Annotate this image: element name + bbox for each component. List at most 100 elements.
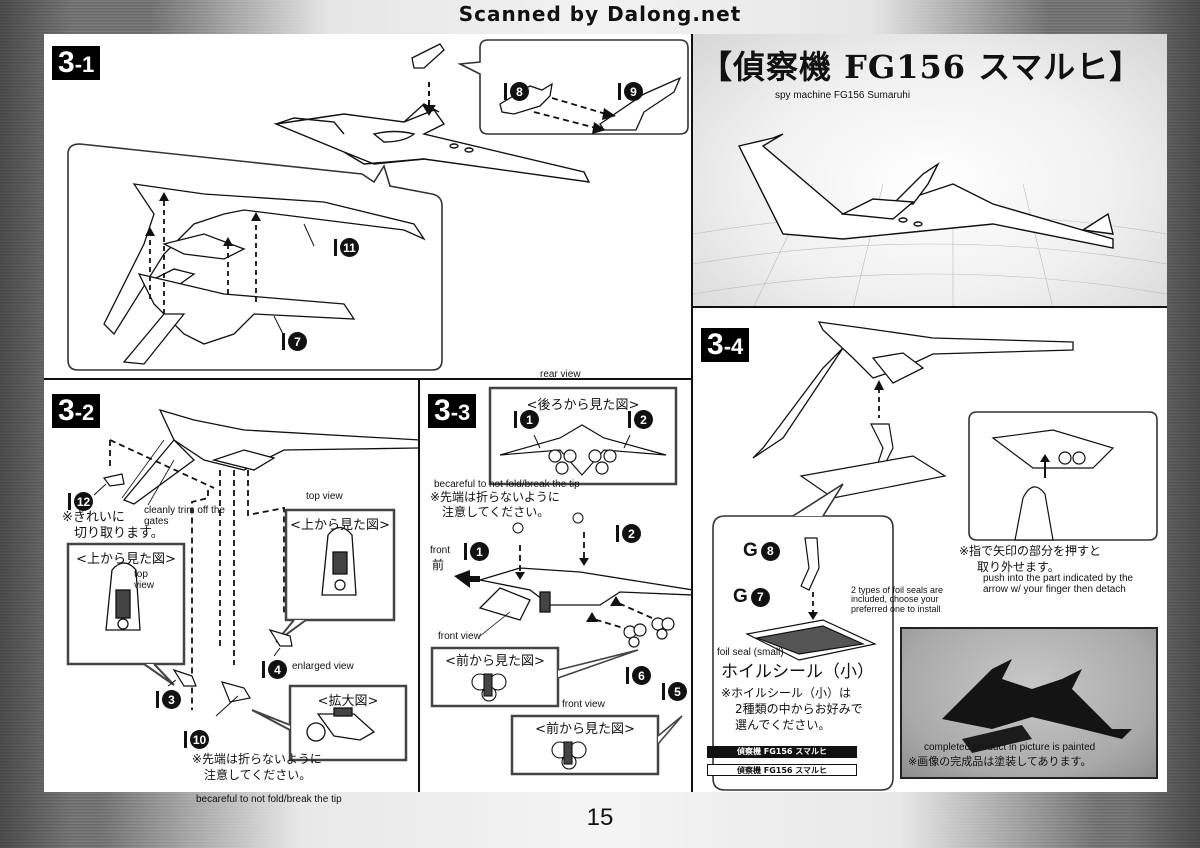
enlarged-view-label-en: enlarged view: [292, 661, 354, 672]
part-label-1: 1: [464, 542, 489, 561]
footer-strip: [100, 792, 1100, 848]
foil-seal-note-jp-line3: 選んでください。: [735, 718, 831, 732]
foil-seal-note-translation: 2 types of foil seals are included, choo…: [851, 585, 944, 614]
step-3-1-panel: 3-1: [44, 34, 693, 380]
detach-note-translation: push into the part indicated by the arro…: [983, 573, 1134, 595]
stand-drawing: [799, 423, 947, 499]
tip-note-translation: becareful to not fold/break the tip: [434, 479, 580, 490]
step-3-2-illustration: [66, 408, 418, 762]
part-label-12: 12: [68, 492, 93, 511]
top-view-label-en: top view: [306, 491, 343, 502]
page-number: 15: [586, 804, 614, 831]
assembly-arrow: [422, 82, 436, 116]
aircraft-drawing-on-stand: [752, 321, 1074, 459]
page-title-translation: spy machine FG156 Sumaruhi: [775, 90, 911, 101]
front-direction-label-en: front: [430, 545, 451, 556]
step-3-3-panel: 3-3: [420, 380, 693, 792]
part-label-5: 5: [662, 682, 687, 701]
part-10-enlarged-drawing: [306, 707, 376, 742]
step-3-2-panel: 3-2: [44, 380, 420, 792]
step-3-3-illustration: [430, 386, 691, 776]
aircraft-drawing-body: [122, 273, 356, 365]
leader-line: [303, 223, 315, 247]
detach-note-jp-line2: 取り外せます。: [977, 560, 1060, 574]
part-label-9: 9: [618, 82, 643, 101]
step-badge-3-2: 3-2: [52, 394, 101, 428]
step-badge-3-3: 3-3: [428, 394, 477, 428]
step-3-1-illustration: [67, 39, 689, 371]
finger-detach-drawing: [991, 429, 1115, 541]
top-view-label-jp: <上から見た図>: [76, 552, 176, 567]
rear-view-drawing: [499, 424, 667, 476]
detach-detail-inset: [968, 411, 1158, 541]
completed-product-photo: completed product in picture is painted …: [900, 627, 1158, 779]
arrowhead: [592, 122, 606, 134]
foil-seal-black: 偵察機 FG156 スマルヒ: [707, 746, 857, 758]
completed-model-image: [942, 659, 1132, 753]
part-3-top-view-drawing: [105, 562, 141, 631]
trim-note-jp-line2: 切り取ります。: [74, 526, 164, 541]
step-3-4-illustration: [712, 321, 1158, 791]
part-label-1: 1: [514, 410, 539, 429]
part-label-7: 7: [282, 332, 307, 351]
part-label-6: 6: [626, 666, 651, 685]
rear-view-label-en: rear view: [540, 369, 581, 380]
part-label-8: 8: [504, 82, 529, 101]
header-strip: [150, 0, 1050, 34]
page-title: 【偵察機 FG156 スマルヒ】: [700, 48, 1143, 86]
leader-line: [273, 315, 285, 337]
front-view-drawing-2: [551, 741, 587, 770]
assembly-arrows-up: [149, 199, 257, 314]
foil-seal-note-jp-line1: ※ホイルシール（小）は: [721, 686, 852, 700]
fin-part-drawing: [411, 43, 445, 69]
tip-note-jp-line1: ※先端は折らないように: [192, 752, 322, 766]
front-view-label-jp: <前から見た図>: [445, 654, 545, 669]
title-panel: [693, 34, 1167, 308]
front-view-label-en: front view: [438, 631, 481, 642]
aircraft-drawing-top: [273, 103, 591, 183]
foil-seal-label-en: foil seal (small): [717, 647, 784, 658]
part-label-3: 3: [156, 690, 181, 709]
arrowhead: [602, 108, 616, 120]
part-9-drawing: [599, 76, 682, 131]
part-4-top-view-drawing: [321, 526, 357, 596]
aircraft-drawing-side: [478, 567, 691, 621]
front-view-inset-2: [510, 714, 660, 776]
foil-seal-note-jp-line2: 2種類の中からお好みで: [735, 702, 863, 716]
step-badge-3-4: 3-4: [701, 328, 750, 362]
part-label-2: 2: [628, 410, 653, 429]
foil-seal-label-jp: ホイルシール（小）: [721, 662, 874, 682]
part-12-drawing: [102, 473, 125, 487]
tip-note-jp-line2: 注意してください。: [442, 505, 550, 519]
tip-note-translation: becareful to not fold/break the tip: [196, 794, 342, 805]
detach-note-jp-line1: ※指で矢印の部分を押すと: [959, 544, 1102, 558]
step-badge-3-1: 3-1: [52, 46, 101, 80]
part-8-drawing: [499, 82, 553, 115]
part-label-10: 10: [184, 730, 209, 749]
part-4-drawing: [268, 628, 293, 647]
front-view-label-en: front view: [562, 699, 605, 710]
scan-credit: Scanned by Dalong.net: [458, 2, 742, 26]
photo-note-translation: completed product in picture is painted: [924, 742, 1096, 753]
foil-seal-white: 偵察機 FG156 スマルヒ: [707, 764, 857, 776]
push-arrow-icon: [1040, 454, 1050, 462]
photo-note-jp: ※画像の完成品は塗装してあります。: [908, 755, 1092, 768]
hero-aircraft-illustration: [693, 133, 1167, 306]
assembly-dashed-lines: [109, 439, 285, 710]
detail-inset-box: [67, 143, 443, 371]
part-3-drawing: [172, 668, 197, 687]
rear-view-label-jp: <後ろから見た図>: [526, 398, 640, 413]
front-view-label-jp: <前から見た図>: [535, 722, 635, 737]
arrowheads: [145, 192, 261, 246]
stand-parts-drawing: [745, 537, 877, 661]
tip-note-jp-line1: ※先端は折らないように: [430, 490, 560, 504]
top-view-label-en: top view: [134, 569, 155, 591]
aircraft-drawing-side: [122, 408, 418, 505]
enlarged-view-label-jp: <拡大図>: [317, 694, 379, 709]
part-10-drawing: [220, 681, 251, 703]
aircraft-drawing-hero: [737, 133, 1114, 249]
front-arrow-icon: [454, 570, 480, 588]
front-direction-label-jp: 前: [432, 558, 445, 572]
